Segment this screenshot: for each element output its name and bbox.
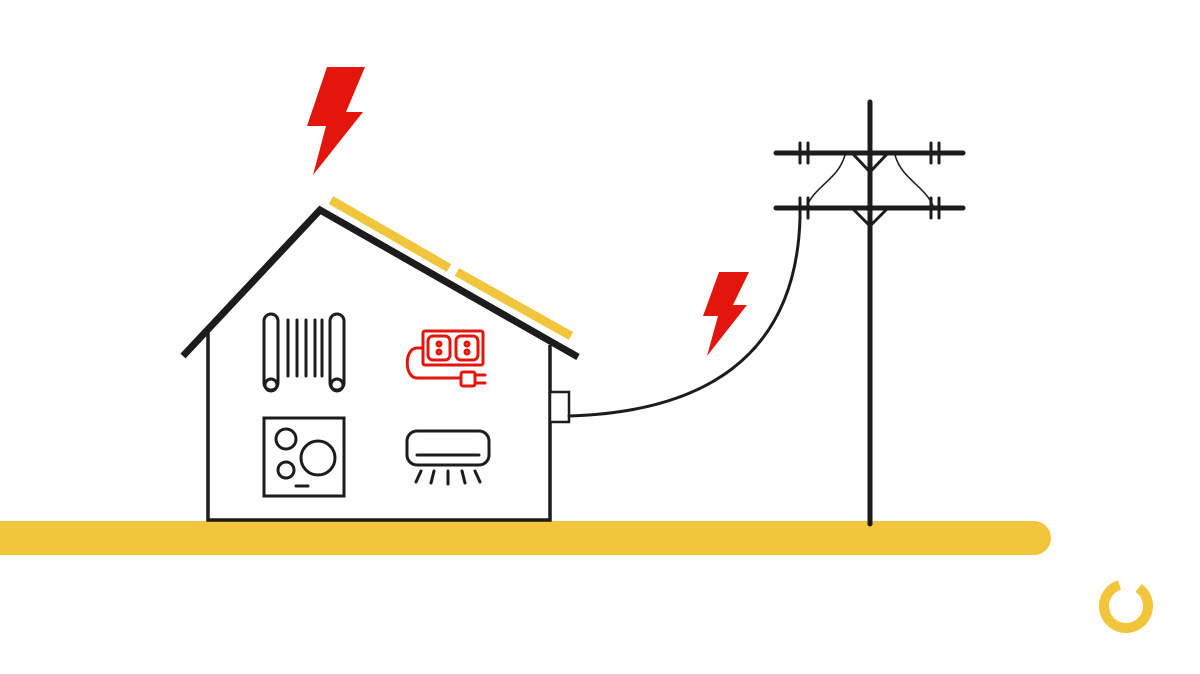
plug-icon: [459, 370, 477, 388]
air-conditioner-icon: [405, 429, 491, 486]
roof-lightning-icon: [307, 67, 365, 175]
cooktop-icon: [262, 416, 346, 498]
radiator-icon: [262, 312, 346, 393]
utility-pole-icon: [773, 99, 966, 527]
power-strip-icon: [405, 329, 487, 388]
house-walls: [206, 330, 552, 522]
loading-ring-icon: [1099, 579, 1153, 633]
cable-lightning-icon: [703, 272, 749, 356]
solar-panel-segment: [454, 268, 574, 340]
solar-panel-icon: [328, 196, 574, 340]
house-roof: [180, 205, 580, 361]
solar-panel-segment: [328, 196, 452, 272]
house: [180, 205, 580, 522]
service-cable: [567, 216, 802, 418]
meter-box-icon: [548, 390, 571, 424]
